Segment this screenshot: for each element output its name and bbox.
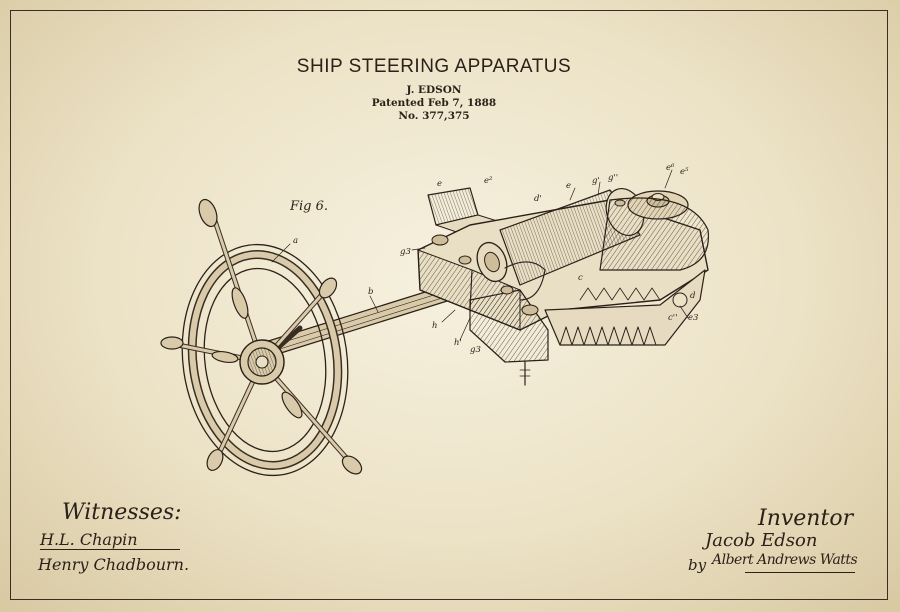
svg-text:d': d' [534,194,542,204]
inventor-name: J. EDSON [406,84,462,96]
page-border [10,10,888,600]
svg-text:e3: e3 [688,313,698,323]
svg-text:b: b [368,287,373,297]
svg-text:g3: g3 [400,247,411,257]
svg-text:e⁵: e⁵ [680,167,689,177]
svg-text:c'': c'' [668,313,677,323]
patent-number: No. 377,375 [398,110,470,122]
svg-text:a: a [293,236,298,246]
witnesses-heading: Witnesses: [62,500,182,525]
attorney-signature-underline [745,572,855,573]
svg-text:g': g' [592,176,600,186]
svg-text:h: h [432,321,437,331]
svg-text:e²: e² [484,176,493,186]
reference-letters: a b e e² d' e g' g'' e⁶ e⁵ g3 c h h' g3 … [293,163,698,355]
svg-text:g3: g3 [470,345,481,355]
patent-date: Patented Feb 7, 1888 [371,97,497,109]
witness-line [40,549,180,550]
reference-leaders [271,169,689,341]
bolt [431,199,626,386]
svg-text:e: e [437,179,442,189]
svg-text:e: e [566,181,571,191]
svg-text:c: c [578,273,583,283]
gear-housing [417,187,710,386]
svg-text:e⁶: e⁶ [666,163,675,173]
inventor-heading: Inventor [758,506,854,531]
svg-text:h': h' [454,338,462,348]
witness-signature-2: Henry Chadbourn. [38,555,190,574]
ships-wheel [160,198,363,477]
svg-text:g'': g'' [608,173,618,183]
figure-label: Fig 6. [290,199,329,214]
patent-title: SHIP STEERING APPARATUS [296,56,572,77]
attorney-prefix: by [688,556,707,574]
inventor-signature: Jacob Edson [705,530,818,551]
wheel-handle [160,198,363,475]
svg-text:d: d [690,291,696,301]
witness-signature-1: H.L. Chapin [40,530,138,549]
gear-teeth [559,287,661,346]
attorney-signature: Albert Andrews Watts [712,552,858,568]
